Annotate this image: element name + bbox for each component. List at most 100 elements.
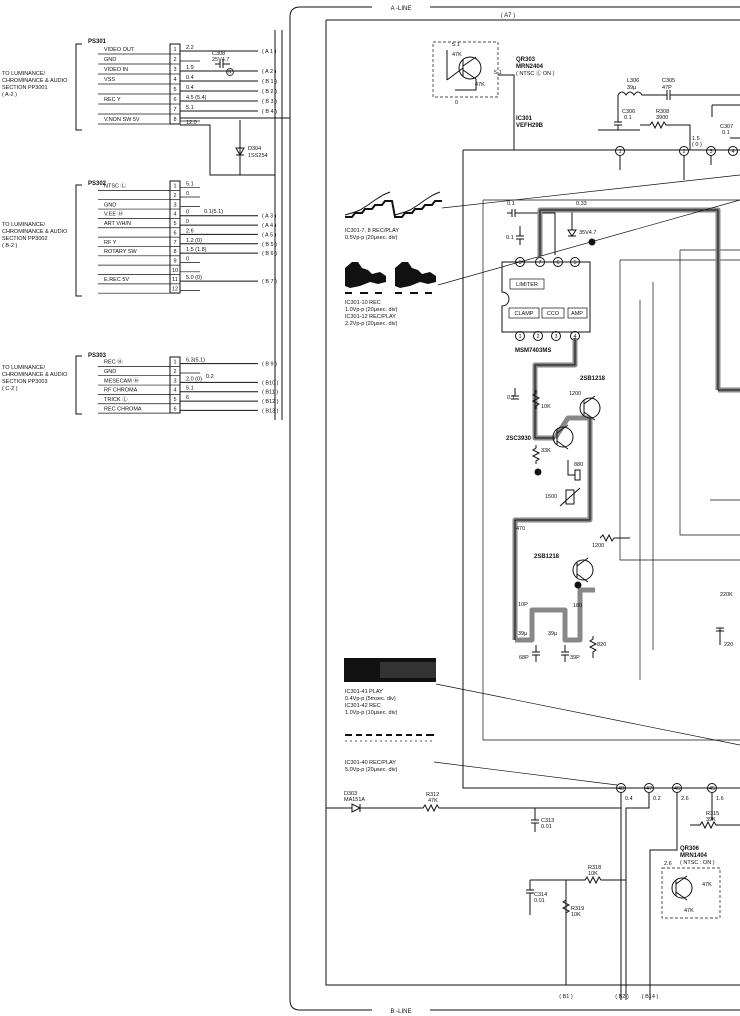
svg-text:IC301-41 PLAY: IC301-41 PLAY: [345, 689, 383, 695]
svg-text:1SS254: 1SS254: [248, 153, 268, 159]
pin-voltage: 0: [186, 191, 189, 197]
pin-ref: ( B 2 ): [262, 89, 277, 95]
pin-voltage: 0: [186, 210, 189, 216]
svg-text:47K: 47K: [702, 882, 712, 888]
ps303-section-4: ( C-2 ): [2, 386, 18, 392]
c307-capacitor: C307 0.1: [711, 104, 740, 139]
svg-text:46: 46: [674, 786, 680, 792]
pin-number: 8: [173, 249, 176, 255]
svg-text:39K: 39K: [706, 817, 716, 823]
pin-ref: ( B 9 ): [262, 362, 277, 368]
ps302-extra-val: 0.1(5.1): [204, 209, 223, 215]
svg-text:5.1: 5.1: [494, 70, 502, 76]
svg-text:( B14 ): ( B14 ): [642, 994, 659, 1000]
svg-text:C305: C305: [662, 78, 675, 84]
pin-name: RF CHROMA: [104, 388, 138, 394]
svg-text:0.1: 0.1: [507, 201, 515, 207]
svg-text:47K: 47K: [452, 52, 462, 58]
pin-voltage: 1.9: [186, 65, 194, 71]
pin-name: ART V/H/N: [104, 221, 131, 227]
svg-text:0.1: 0.1: [507, 395, 515, 401]
svg-text:( NTSC : ON ): ( NTSC : ON ): [680, 860, 715, 866]
waveform-pointers: [433, 174, 740, 786]
r318-resistor: R318 10K: [530, 865, 626, 885]
pin-ref: ( A 3 ): [262, 214, 277, 220]
msm-pin-number: 6: [556, 260, 559, 266]
bottom-refs: ( B1 ) ( B2 ) ( B14 ): [559, 880, 658, 1000]
svg-text:0.1: 0.1: [722, 130, 730, 136]
svg-text:39μ: 39μ: [518, 631, 527, 637]
pin-number: 12: [172, 287, 178, 293]
pin-ref: ( B 4 ): [262, 109, 277, 115]
msm-block-limiter: LIMITER: [516, 282, 538, 288]
svg-text:33K: 33K: [541, 448, 551, 454]
pin-number: 10: [172, 268, 178, 274]
svg-text:R318: R318: [588, 865, 601, 871]
pin-ref: ( B13 ): [262, 408, 279, 414]
c306-capacitor: C306 0.1: [598, 95, 640, 131]
qr303-name: QR303: [516, 57, 536, 63]
svg-text:2.2Vp-p (20μsec. div): 2.2Vp-p (20μsec. div): [345, 321, 398, 327]
svg-text:C307: C307: [720, 124, 733, 130]
waveform-3: IC301-41 PLAY 0.4Vp-p (5msec. div) IC301…: [344, 658, 436, 716]
pin-number: 6: [173, 406, 176, 412]
svg-text:IC301-12 REC/PLAY: IC301-12 REC/PLAY: [345, 314, 396, 320]
msm-upper-parts: 0.1 0.1 0.33 35V4.7: [506, 201, 596, 255]
ic-top-pins: 1 2 3 4: [615, 146, 738, 180]
pin-number: 2: [173, 193, 176, 199]
svg-text:1.0Vp-p (10μsec. div): 1.0Vp-p (10μsec. div): [345, 710, 398, 716]
pin-number: 7: [173, 240, 176, 246]
b-line-label: B -LINE: [390, 1009, 411, 1015]
pin-voltage: 0: [186, 219, 189, 225]
ps303-title: PS303: [88, 353, 107, 359]
ps303-extra-val: 0.2: [206, 374, 214, 380]
svg-text:IC301-10 REC: IC301-10 REC: [345, 300, 381, 306]
svg-text:4: 4: [731, 149, 734, 155]
pin-name: GND: [104, 202, 116, 208]
pin-name: VIDEO OUT: [104, 47, 135, 53]
connector-pin: 5 ART V/H/N 0 ( A 4 ): [98, 219, 277, 229]
svg-text:10K: 10K: [541, 404, 551, 410]
pin-name: MESECAM Ⓗ: [104, 376, 139, 384]
pin-voltage: 2.2: [186, 45, 194, 51]
pin-number: 6: [173, 97, 176, 103]
svg-text:R315: R315: [706, 811, 719, 817]
svg-text:3: 3: [709, 149, 712, 155]
svg-text:IC301-7, 8 REC/PLAY: IC301-7, 8 REC/PLAY: [345, 228, 399, 234]
waveform-1: IC301-7, 8 REC/PLAY 0.5Vp-p (20μsec. div…: [344, 191, 442, 241]
svg-text:0.4: 0.4: [625, 796, 633, 802]
pin-number: 5: [173, 221, 176, 227]
svg-text:1200: 1200: [569, 391, 581, 397]
svg-text:1.6: 1.6: [716, 796, 724, 802]
qr303-transistor: 5.1 47K 47K 5.1 0 QR303 MRN2404 ( NTSC Ⓛ…: [432, 41, 555, 150]
pin-ref: ( B12 ): [262, 399, 279, 405]
pin-voltage: 1.2 (0): [186, 238, 202, 244]
pin-number: 2: [173, 369, 176, 375]
msm-block-cco: CCO: [547, 311, 560, 317]
pin-voltage: 5.1: [186, 182, 194, 188]
pin-voltage: 2.0 (0): [186, 376, 202, 382]
pin-number: 5: [173, 397, 176, 403]
q-2sb1218-a: 2SB1218: [580, 376, 606, 382]
signal-path: [512, 207, 740, 643]
pin-ref: ( B10 ): [262, 380, 279, 386]
pin-ref: ( A 4 ): [262, 223, 277, 229]
pin-name: VSS: [104, 77, 115, 83]
frame: A -LINE B -LINE ( A7 ): [289, 1, 740, 1016]
svg-text:IC301-42 REC: IC301-42 REC: [345, 703, 381, 709]
svg-text:47: 47: [646, 786, 652, 792]
svg-text:1200: 1200: [592, 543, 604, 549]
